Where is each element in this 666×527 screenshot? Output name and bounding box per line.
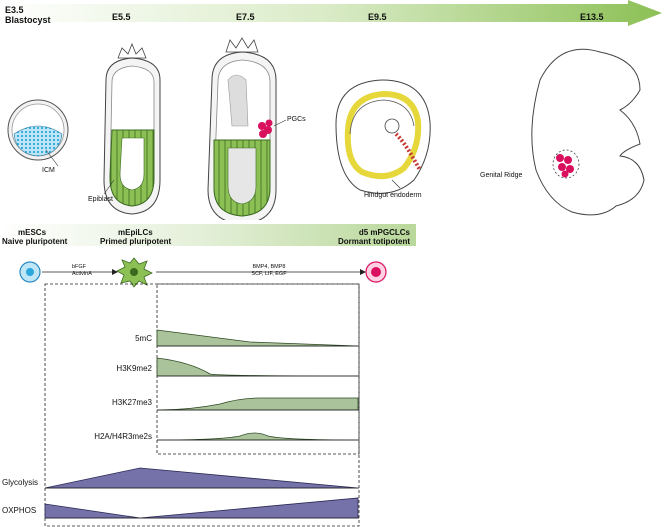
cell-state-bar bbox=[0, 224, 416, 246]
pgcs-label: PGCs bbox=[287, 116, 306, 123]
blastocyst-illustration bbox=[7, 99, 69, 167]
developmental-timeline-arrow bbox=[0, 0, 662, 26]
treatment-step2: BMP4, BMP8 SCF, LIF, EGF bbox=[251, 264, 287, 277]
profile-h2a-h4r3me2s bbox=[156, 432, 359, 441]
mesc-cell-icon bbox=[19, 261, 41, 283]
metabolism-label-oxphos: OXPHOS bbox=[2, 506, 37, 515]
stage-e7-5: E7.5 bbox=[236, 12, 255, 22]
pgclc-cell-icon bbox=[365, 261, 387, 283]
profile-glycolysis bbox=[44, 467, 359, 489]
embryo-illustrations bbox=[7, 37, 645, 220]
mark-label-h3k9me2: H3K9me2 bbox=[116, 364, 152, 373]
metabolism-label-glycolysis: Glycolysis bbox=[2, 478, 39, 487]
profile-h3k9me2 bbox=[156, 357, 359, 377]
e5-5-embryo-illustration bbox=[103, 42, 161, 215]
profile-h3k27me3 bbox=[156, 397, 359, 411]
stage-e13-5: E13.5 bbox=[580, 12, 604, 22]
cell-state-mpgclcs: d5 mPGCLCs Dormant totipotent bbox=[338, 228, 410, 246]
e9-5-embryo-illustration bbox=[335, 79, 431, 194]
stage-e3-5: E3.5 Blastocyst bbox=[5, 5, 51, 25]
mark-label-h3k27me3: H3K27me3 bbox=[111, 398, 152, 407]
profile-5mc bbox=[156, 329, 359, 347]
stage-e9-5: E9.5 bbox=[368, 12, 387, 22]
e13-5-embryo-illustration bbox=[531, 48, 645, 216]
hindgut-endoderm-label: Hindgut endoderm bbox=[364, 192, 422, 199]
genital-ridge-label: Genital Ridge bbox=[480, 172, 523, 179]
mark-label-5mc: 5mC bbox=[135, 334, 152, 343]
mepilc-dashed-frame bbox=[156, 283, 360, 455]
treatment-step1: bFGF ActivinA bbox=[72, 264, 92, 277]
cell-state-mescs: mESCs Naive pluripotent bbox=[2, 228, 68, 246]
lower-panel bbox=[19, 257, 387, 527]
stage-e5-5: E5.5 bbox=[112, 12, 131, 22]
icm-label: ICM bbox=[42, 167, 55, 174]
epiblast-label: Epiblast bbox=[88, 196, 113, 203]
profile-oxphos bbox=[44, 497, 359, 519]
e7-5-embryo-illustration bbox=[207, 37, 287, 220]
mepilc-cell-icon bbox=[116, 257, 153, 288]
mark-label-h2a-h4r3me2s: H2A/H4R3me2s bbox=[94, 432, 152, 441]
cell-state-mepilcs: mEpiLCs Primed pluripotent bbox=[100, 228, 172, 246]
